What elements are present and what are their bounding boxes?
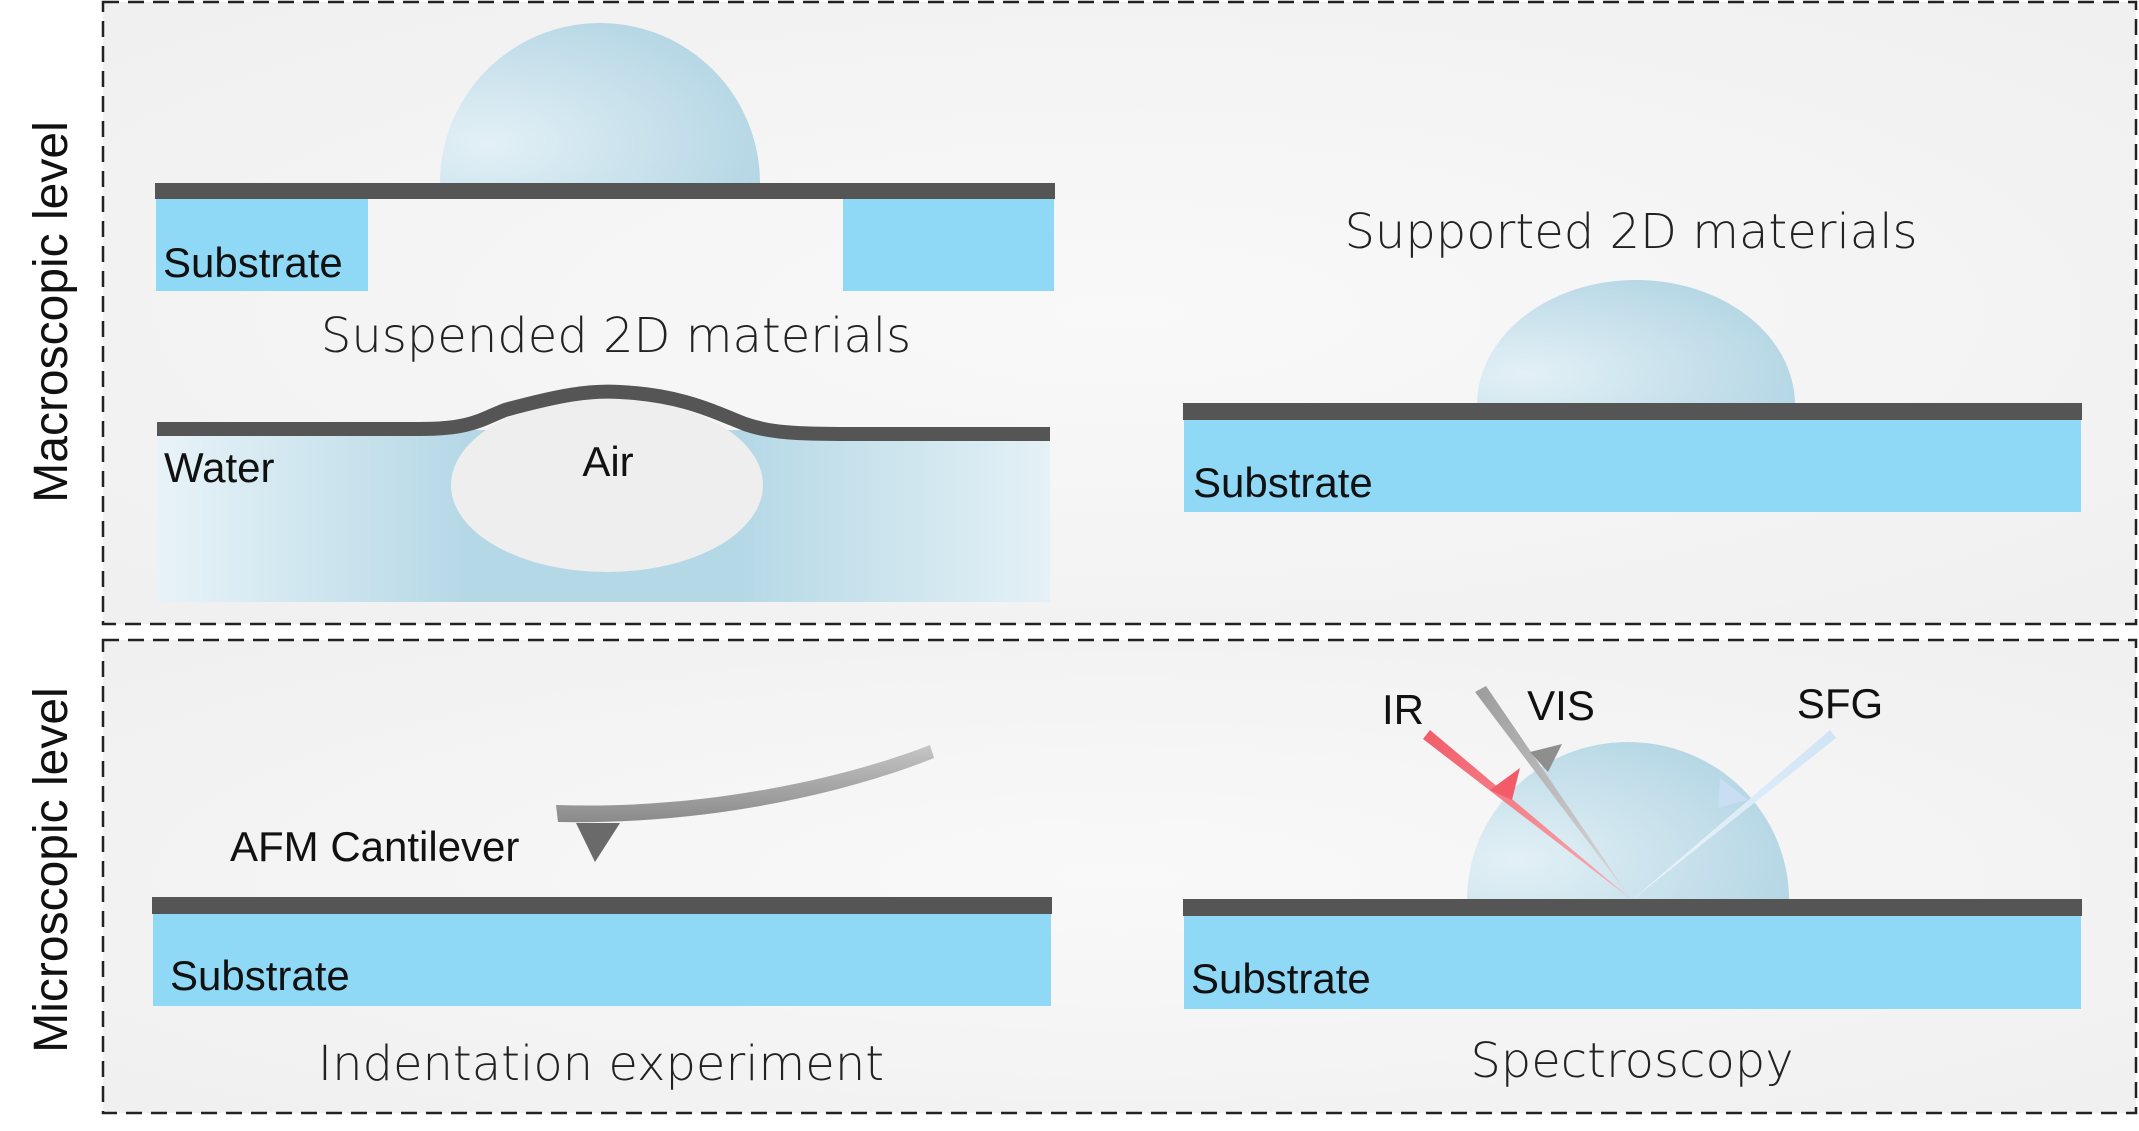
supported-panel: Supported 2D materials Substrate (1183, 204, 2082, 512)
suspended-droplet (440, 23, 760, 183)
spectroscopy-caption: Spectroscopy (1470, 1033, 1793, 1089)
air-bubble (451, 398, 763, 572)
air-label: Air (582, 438, 633, 485)
cantilever-label: AFM Cantilever (230, 823, 519, 870)
suspended-membrane (155, 183, 1055, 199)
ir-beam (1423, 730, 1632, 900)
supported-substrate (1184, 418, 2081, 512)
microscopic-level-label: Microscopic level (25, 687, 78, 1052)
sfg-label: SFG (1797, 680, 1883, 727)
water-label: Water (164, 444, 274, 491)
indentation-panel: AFM Cantilever Substrate Indentation exp… (152, 745, 1052, 1092)
afm-tip (576, 823, 620, 862)
supported-membrane (1183, 403, 2082, 420)
microscopic-panel (101, 638, 2138, 1115)
indentation-substrate-label: Substrate (170, 952, 350, 999)
ir-label: IR (1382, 686, 1424, 733)
supported-caption: Supported 2D materials (1344, 204, 1917, 260)
suspended-substrate-label: Substrate (163, 239, 343, 286)
indentation-membrane (152, 897, 1052, 914)
spectroscopy-membrane (1183, 899, 2082, 916)
ir-arrowhead (1490, 768, 1520, 800)
suspended-substrate-left (156, 197, 368, 291)
suspended-panel: Substrate Suspended 2D materials Water A… (155, 23, 1055, 602)
vis-label: VIS (1527, 682, 1595, 729)
spectroscopy-substrate-label: Substrate (1191, 955, 1371, 1002)
supported-substrate-label: Substrate (1193, 459, 1373, 506)
spectroscopy-substrate (1184, 915, 2081, 1009)
spectroscopy-panel: IR VIS SFG Substrate Spectroscopy (1183, 680, 2082, 1089)
macroscopic-level-label: Macroscopic level (25, 121, 78, 502)
suspended-caption: Suspended 2D materials (321, 308, 911, 364)
suspended-substrate-right (843, 197, 1054, 291)
sfg-beam (1632, 730, 1836, 900)
afm-cantilever (556, 745, 934, 823)
supported-droplet (1477, 280, 1795, 405)
indentation-substrate (153, 912, 1051, 1006)
sfg-arrowhead (1718, 778, 1748, 808)
indentation-caption: Indentation experiment (318, 1036, 884, 1092)
vis-arrowhead (1530, 744, 1562, 772)
vis-beam (1475, 686, 1632, 900)
wrinkled-membrane (157, 384, 1050, 441)
